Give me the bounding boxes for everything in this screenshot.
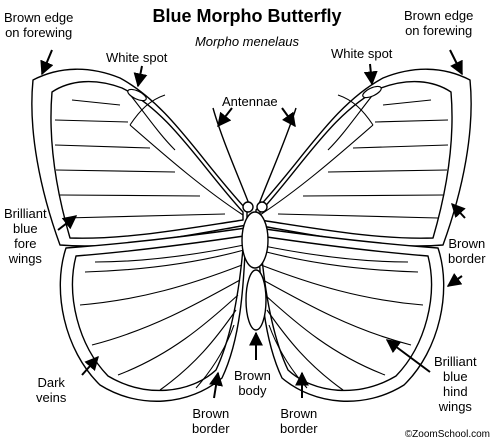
- label-brown-body: Brown body: [234, 368, 271, 398]
- label-brown-edge-right: Brown edge on forewing: [404, 8, 473, 38]
- label-white-spot-right: White spot: [331, 46, 392, 61]
- right-eye: [257, 202, 267, 212]
- left-eye: [243, 202, 253, 212]
- abdomen: [246, 270, 266, 330]
- label-brown-border-bottom-right: Brown border: [280, 406, 318, 436]
- label-brown-border-bottom-left: Brown border: [192, 406, 230, 436]
- label-antennae: Antennae: [222, 94, 278, 109]
- copyright-credit: ©ZoomSchool.com: [405, 429, 490, 440]
- label-white-spot-left: White spot: [106, 50, 167, 65]
- label-brilliant-blue-hind-wings: Brilliant blue hind wings: [434, 354, 477, 414]
- label-brown-border-right: Brown border: [448, 236, 486, 266]
- label-dark-veins: Dark veins: [36, 375, 66, 405]
- label-brown-edge-left: Brown edge on forewing: [4, 10, 73, 40]
- thorax: [242, 212, 268, 268]
- label-brilliant-blue-fore-wings: Brilliant blue fore wings: [4, 206, 47, 266]
